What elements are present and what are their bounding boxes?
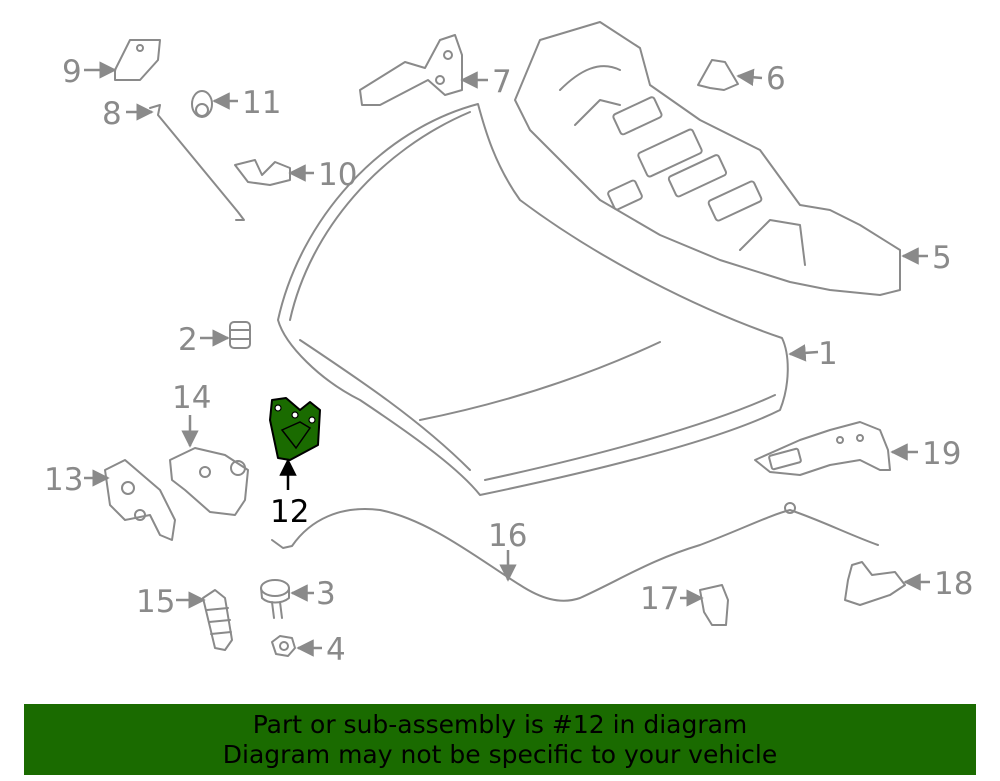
hood-hinge-part xyxy=(359,34,463,106)
callout-13: 13 xyxy=(44,462,83,498)
bracket-part-9 xyxy=(114,39,161,81)
prop-rod-part xyxy=(149,104,245,221)
callout-12: 12 xyxy=(270,494,309,530)
clip-part-10 xyxy=(234,159,291,186)
callout-19: 19 xyxy=(922,436,961,472)
callout-17: 17 xyxy=(640,581,679,617)
grommet-part xyxy=(191,90,213,118)
notice-banner: Part or sub-assembly is #12 in diagram D… xyxy=(24,704,976,775)
clip-part-17 xyxy=(699,584,729,626)
nut-part-4 xyxy=(271,635,296,657)
hood-part xyxy=(277,103,789,496)
callout-8: 8 xyxy=(102,96,122,132)
callout-14: 14 xyxy=(172,380,211,416)
bumper-part xyxy=(229,321,251,349)
callout-6: 6 xyxy=(766,61,786,97)
clip-part-6 xyxy=(697,59,739,91)
release-handle-part-18 xyxy=(844,561,906,606)
lock-assembly-part-14 xyxy=(169,447,249,516)
callout-18: 18 xyxy=(934,566,973,602)
notice-line-2: Diagram may not be specific to your vehi… xyxy=(222,739,778,769)
callout-5: 5 xyxy=(932,240,952,276)
callout-15: 15 xyxy=(136,584,175,620)
highlighted-bracket-part-12 xyxy=(269,397,321,461)
callout-9: 9 xyxy=(62,54,82,90)
buffer-part-15 xyxy=(202,589,233,651)
callout-11: 11 xyxy=(242,85,281,121)
latch-part-13 xyxy=(104,459,176,541)
callout-7: 7 xyxy=(492,64,512,100)
callout-2: 2 xyxy=(178,322,198,358)
leader-arrows xyxy=(84,61,930,657)
hood-insulator-part xyxy=(514,21,901,296)
callout-4: 4 xyxy=(326,632,346,668)
notice-line-1: Part or sub-assembly is #12 in diagram xyxy=(252,709,748,739)
callout-1: 1 xyxy=(818,336,838,372)
bolt-part-3 xyxy=(260,579,290,619)
striker-bracket-part-19 xyxy=(754,421,891,476)
callout-10: 10 xyxy=(318,157,357,193)
callout-16: 16 xyxy=(488,518,527,554)
release-cable-part-16 xyxy=(271,502,879,602)
callout-3: 3 xyxy=(316,576,336,612)
